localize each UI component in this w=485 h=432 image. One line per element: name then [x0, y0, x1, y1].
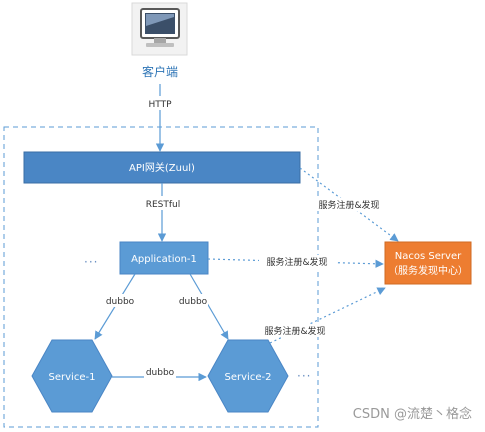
watermark: CSDN @流楚丶格念 [353, 406, 472, 422]
application-box [119, 241, 209, 275]
nacos-server-sublabel: （服务发现中心） [388, 264, 468, 277]
dubbo-label-left: dubbo [106, 297, 135, 307]
dubbo-label-bottom: dubbo [146, 368, 175, 378]
ellipsis-left: ··· [84, 255, 98, 269]
ellipsis-right: ··· [297, 369, 311, 383]
register-label-service2: 服务注册&发现 [264, 325, 325, 337]
computer-icon [131, 2, 188, 56]
edge-application-nacos [207, 258, 384, 268]
nacos-server-box [384, 241, 472, 285]
register-label-gateway: 服务注册&发现 [318, 199, 379, 211]
service1-label: Service-1 [49, 372, 96, 383]
register-label-application: 服务注册&发现 [266, 256, 327, 268]
service2-hexagon [207, 339, 289, 413]
restful-label: RESTful [146, 200, 181, 210]
client-label: 客户端 [142, 64, 178, 79]
service1-hexagon [31, 339, 113, 413]
application-label: Application-1 [131, 254, 197, 265]
system-boundary [3, 126, 319, 428]
api-gateway-label: API网关(Zuul) [129, 161, 195, 174]
dubbo-label-right: dubbo [179, 297, 208, 307]
http-label: HTTP [148, 100, 172, 110]
nacos-server-label: Nacos Server [395, 251, 462, 262]
edge-app-service2 [189, 273, 229, 340]
service2-label: Service-2 [225, 372, 272, 383]
